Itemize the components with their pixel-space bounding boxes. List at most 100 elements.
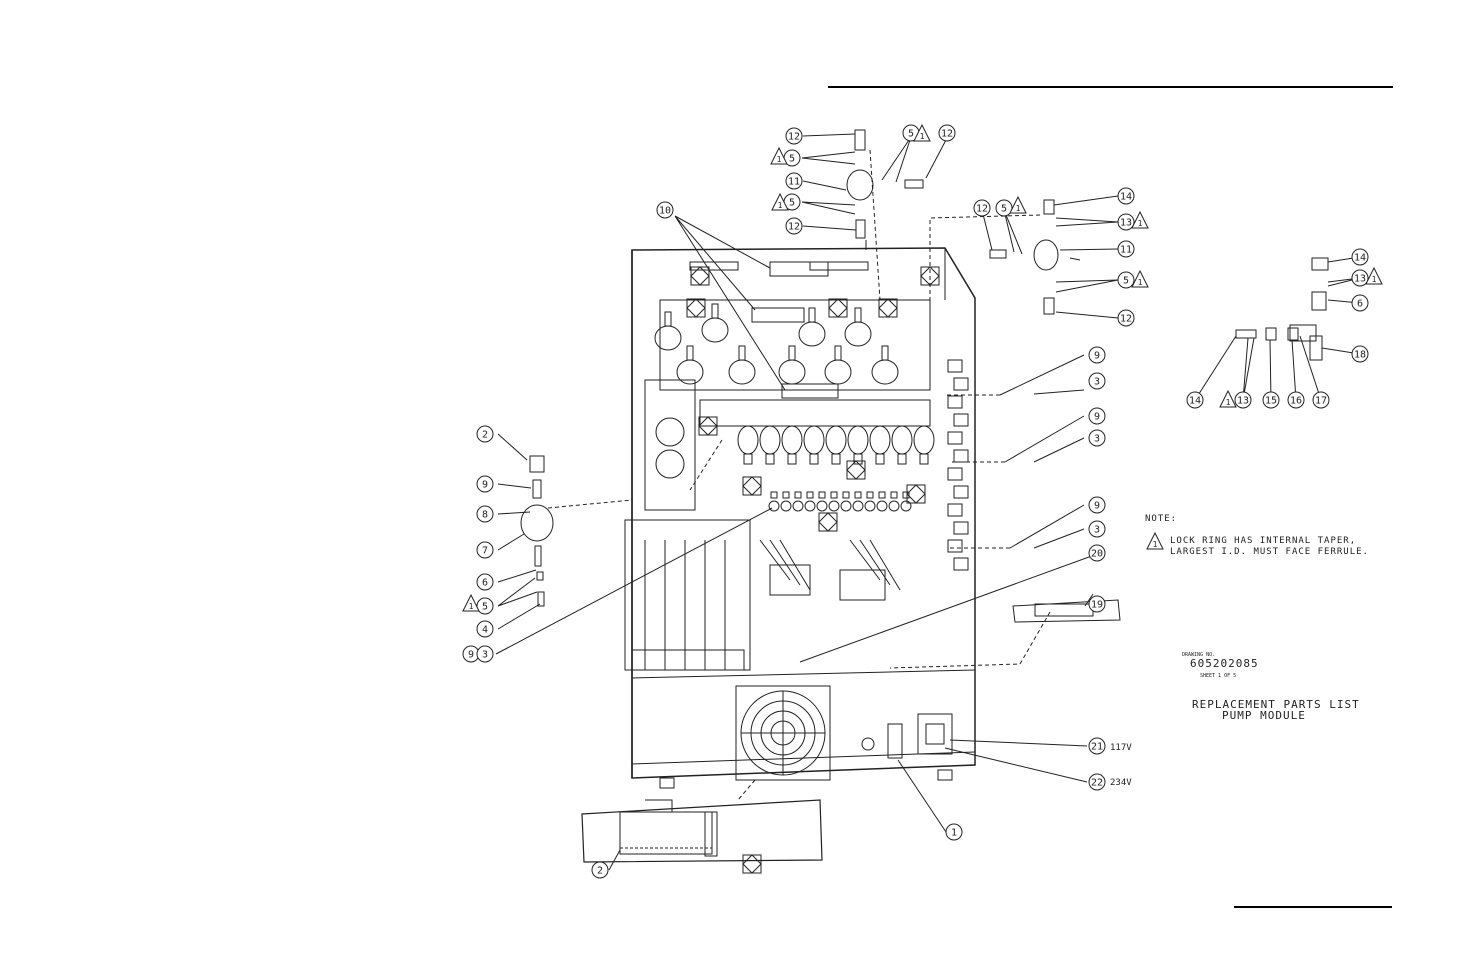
manifold-head <box>848 426 868 464</box>
callout-9: 9 <box>477 476 493 492</box>
callout-6: 6 <box>1352 295 1368 311</box>
fitting <box>817 492 827 511</box>
fitting <box>841 492 851 511</box>
side-fitting <box>948 468 962 480</box>
callout-6: 6 <box>477 574 493 590</box>
left-cartridge <box>521 456 553 606</box>
side-fitting <box>954 450 968 462</box>
warning-triangle-icon: 1 <box>463 595 479 611</box>
callout-13: 13 <box>1352 270 1368 286</box>
callout-13: 13 <box>1235 392 1251 408</box>
voltage-234-label: 234V <box>1110 778 1132 788</box>
note-warning-number: 1 <box>1153 540 1158 549</box>
callout-number: 12 <box>941 129 953 140</box>
side-fitting <box>948 396 962 408</box>
callout-12: 12 <box>786 128 802 144</box>
callout-number: 13 <box>1354 274 1366 285</box>
note-line-1: LOCK RING HAS INTERNAL TAPER, <box>1170 536 1356 546</box>
valve <box>702 304 728 342</box>
callout-number: 5 <box>1123 276 1129 287</box>
callout-11: 11 <box>786 173 802 189</box>
callout-number: 14 <box>1189 396 1201 407</box>
callout-number: 12 <box>1120 314 1132 325</box>
callout-number: 5 <box>789 154 795 165</box>
fitting <box>865 492 875 511</box>
callout-9: 9 <box>1089 408 1105 424</box>
side-fitting <box>954 414 968 426</box>
diamond-marker <box>687 299 705 317</box>
valve <box>729 346 755 384</box>
side-fitting <box>948 540 962 552</box>
callout-number: 1 <box>951 828 957 839</box>
callout-number: 3 <box>1094 377 1100 388</box>
callout-20: 20 <box>1089 545 1105 561</box>
pump-cabinet <box>632 248 975 788</box>
warning-number: 1 <box>1016 204 1021 213</box>
warning-triangle-icon: 1 <box>1132 212 1148 228</box>
warning-number: 1 <box>777 155 782 164</box>
callout-number: 4 <box>482 625 488 636</box>
callout-11: 11 <box>1118 241 1134 257</box>
manifold-head <box>760 426 780 464</box>
fitting <box>769 492 779 511</box>
callout-number: 18 <box>1354 350 1366 361</box>
callout-number: 11 <box>788 177 800 188</box>
side-fittings <box>948 360 968 570</box>
tubing-clusters <box>760 540 900 600</box>
side-fitting <box>954 486 968 498</box>
top-cartridge-2 <box>990 200 1058 314</box>
side-fitting <box>948 360 962 372</box>
valve <box>872 346 898 384</box>
valve-panel <box>655 262 930 398</box>
manifold-head <box>826 426 846 464</box>
callout-number: 5 <box>908 129 914 140</box>
diamond-marker <box>743 477 761 495</box>
callout-3: 3 <box>477 646 493 662</box>
side-fitting <box>954 378 968 390</box>
callout-number: 17 <box>1315 396 1327 407</box>
callout-number: 22 <box>1091 778 1103 789</box>
callout-number: 2 <box>482 430 488 441</box>
note-warning-icon: 1 <box>1146 532 1164 550</box>
side-fitting <box>948 504 962 516</box>
manifold-head <box>804 426 824 464</box>
callout-number: 10 <box>659 206 671 217</box>
diamond-marker <box>743 855 761 873</box>
warning-triangle-icon: 1 <box>1366 268 1382 284</box>
title-line-2: PUMP MODULE <box>1222 709 1306 722</box>
callout-number: 9 <box>468 650 474 661</box>
warning-number: 1 <box>778 201 783 210</box>
callout-number: 3 <box>1094 434 1100 445</box>
callout-number: 9 <box>1094 351 1100 362</box>
fitting <box>877 492 887 511</box>
callout-17: 17 <box>1313 392 1329 408</box>
side-fitting <box>948 432 962 444</box>
fitting <box>889 492 899 511</box>
callout-number: 12 <box>788 132 800 143</box>
callout-5: 5 <box>477 598 493 614</box>
callout-14: 14 <box>1187 392 1203 408</box>
warning-triangle-icon: 1 <box>1220 391 1236 407</box>
callout-16: 16 <box>1288 392 1304 408</box>
valve <box>825 346 851 384</box>
callout-3: 3 <box>1089 430 1105 446</box>
note-heading: NOTE: <box>1145 514 1177 524</box>
callout-3: 3 <box>1089 521 1105 537</box>
callout-3: 3 <box>1089 373 1105 389</box>
callout-number: 5 <box>789 198 795 209</box>
callout-number: 12 <box>788 222 800 233</box>
leader-lines <box>496 134 1360 870</box>
callout-9: 9 <box>1089 497 1105 513</box>
rear-connectors <box>862 714 952 758</box>
cooling-fan <box>736 686 830 780</box>
callout-8: 8 <box>477 506 493 522</box>
callout-number: 8 <box>482 510 488 521</box>
fitting <box>781 492 791 511</box>
callout-number: 2 <box>597 866 603 877</box>
fitting <box>805 492 815 511</box>
callout-number: 14 <box>1120 192 1132 203</box>
manifold-rail <box>700 400 934 511</box>
callout-1: 1 <box>946 824 962 840</box>
